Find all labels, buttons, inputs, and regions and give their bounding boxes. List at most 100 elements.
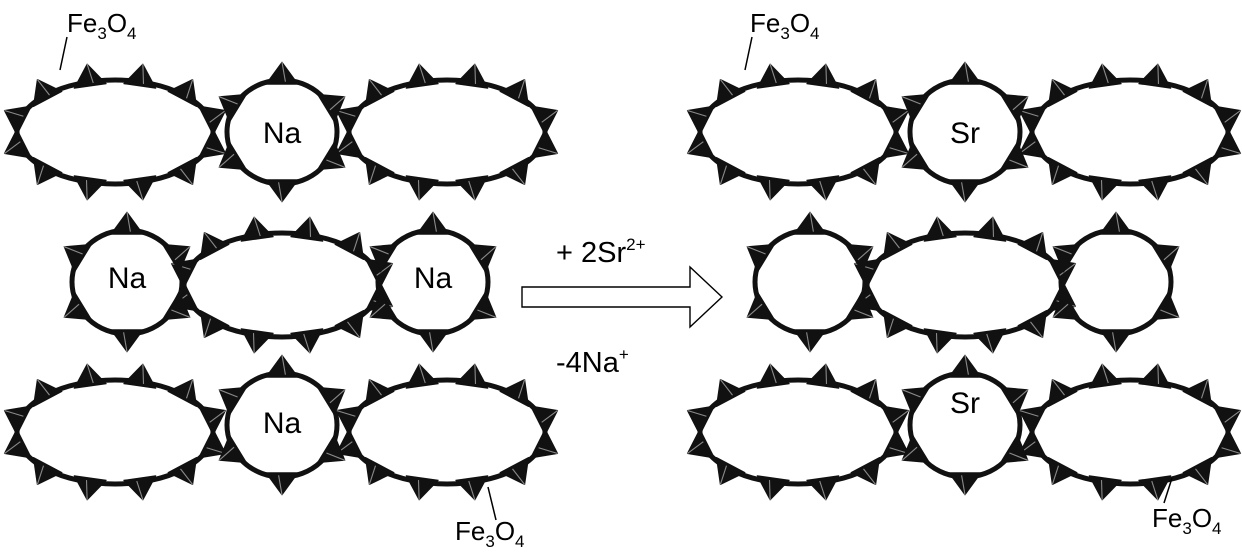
left-large-channel-4-tetrahedron-edge [512,468,526,485]
left-large-channel-0-tetrahedron-edge [142,64,145,84]
left-large-channel-1-tetrahedron-edge [468,180,476,201]
left-large-channel-0-tetrahedron-edge [180,168,194,185]
right-large-channel-3-tetrahedron-edge [768,480,771,500]
left-small-cage-0-tetrahedron-edge [329,96,346,111]
left-small-cage-3-tetrahedron-edge [218,389,238,398]
left-large-channel-2-tetrahedron-edge [303,333,311,354]
right-large-channel-1-tetrahedron-edge [1221,147,1241,155]
svg-text:Fe3O4: Fe3O4 [67,8,137,43]
left-small-cage-1-tetrahedron-edge [123,332,128,352]
left-small-cage-3-tetrahedron [317,434,346,464]
left-large-channel-3-tetrahedron [73,475,107,501]
right-large-channel-4-tetrahedron-edge [1157,364,1160,384]
left-large-channel-4-tetrahedron-edge [368,465,377,485]
left-small-cage-1-tetrahedron-edge [171,309,191,318]
left-large-channel-2-tetrahedron-edge [309,217,312,237]
left-small-cage-1-tetrahedron-edge [63,303,80,318]
left-large-channel-3-tetrahedron [198,428,227,459]
right-large-channel-2-tetrahedron [1017,231,1048,261]
right-large-channel-0-tetrahedron-edge [719,165,728,185]
right-small-cage-0-tetrahedron [948,179,982,203]
right-large-channel-2-tetrahedron-edge [1059,263,1076,276]
right-large-channel-0-tetrahedron-edge [825,64,828,84]
right-large-channel-0-tetrahedron [756,175,790,201]
right-large-channel-1-tetrahedron-edge [1157,64,1160,84]
na-label-top: Na [263,117,302,150]
right-small-cage-2-tetrahedron [1151,291,1180,321]
right-large-channel-1-tetrahedron [1088,175,1122,201]
right-small-cage-2-tetrahedron-edge [1115,212,1120,232]
right-large-channel-2-tetrahedron [973,216,1007,242]
right-large-channel-0-tetrahedron-edge [892,110,909,123]
left-large-channel-0-tetrahedron [198,128,227,159]
right-large-channel-4-tetrahedron-edge [1195,468,1209,485]
left-large-channel-4-tetrahedron-edge [368,379,382,396]
right-small-cage-3-tetrahedron-edge [1009,452,1029,461]
left-large-channel-0-tetrahedron [167,78,198,108]
right-large-channel-0-tetrahedron [881,128,910,159]
right-large-channel-1-tetrahedron [1018,105,1047,136]
svg-text:Fe3O4: Fe3O4 [750,8,820,43]
left-large-channel-4-tetrahedron-edge [418,363,426,384]
left-small-cage-0-tetrahedron-edge [218,153,235,168]
right-small-cage-2-tetrahedron-edge [1112,332,1117,352]
right-small-cage-3-tetrahedron-edge [901,446,918,461]
right-large-channel-1-tetrahedron-edge [1224,110,1241,123]
right-small-cage-0-tetrahedron-edge [1012,96,1029,111]
right-large-channel-4-tetrahedron [1213,428,1242,459]
right-small-cage-1-tetrahedron-edge [746,303,763,318]
right-large-channel-4-tetrahedron-edge [1100,480,1103,500]
right-large-channel-2-tetrahedron [882,309,913,339]
na-label-middle-right: Na [414,262,453,295]
left-large-channel-1-tetrahedron [405,63,439,89]
right-large-channel-2-tetrahedron-edge [1035,232,1044,252]
right-small-cage-1-tetrahedron [793,211,827,235]
left-large-channel-4-tetrahedron-edge [541,410,558,423]
right-small-cage-3-tetrahedron-edge [961,475,966,495]
right-small-cage-3-tetrahedron-edge [964,355,969,375]
left-large-channel-3-tetrahedron-edge [4,409,24,417]
left-large-channel-4-tetrahedron [335,405,364,436]
right-large-channel-0-tetrahedron [756,63,790,89]
right-small-cage-3-tetrahedron [1000,434,1029,464]
right-large-channel-2-tetrahedron-edge [992,217,995,237]
left-large-channel-4-tetrahedron-edge [517,379,526,399]
right-small-cage-1-tetrahedron [845,291,874,321]
left-small-cage-0-tetrahedron [265,179,299,203]
left-small-cage-1-tetrahedron-edge [174,246,191,261]
right-large-channel-3-tetrahedron-edge [769,363,777,384]
right-small-cage-2-tetrahedron-edge [1163,246,1180,261]
left-large-channel-1-tetrahedron-edge [368,165,377,185]
right-small-cage-0-tetrahedron-edge [901,96,921,105]
right-large-channel-1-tetrahedron-edge [1101,63,1109,84]
left-large-channel-2-tetrahedron-edge [376,263,393,276]
right-large-channel-2-tetrahedron-edge [1030,321,1044,338]
right-large-channel-2-tetrahedron-edge [986,333,994,354]
left-large-channel-3-tetrahedron [167,378,198,408]
left-large-channel-0-tetrahedron [73,175,107,201]
right-large-channel-4-tetrahedron-edge [1200,379,1209,399]
right-large-channel-1-tetrahedron [1138,63,1172,89]
left-small-cage-2-tetrahedron-edge [432,212,437,232]
left-small-cage-2-tetrahedron-edge [369,303,386,318]
right-large-channel-3-tetrahedron [806,363,840,389]
right-small-cage-2-tetrahedron [1099,329,1133,353]
right-large-channel-3-tetrahedron [686,405,715,436]
left-large-channel-4-tetrahedron-edge [538,447,558,455]
left-large-channel-1-tetrahedron-edge [336,141,353,154]
left-small-cage-2-tetrahedron-edge [477,309,497,318]
right-large-channel-0-tetrahedron-edge [687,109,707,117]
right-large-channel-1-tetrahedron-edge [1200,79,1209,99]
left-small-cage-1-tetrahedron [63,243,92,273]
right-large-channel-3-tetrahedron-edge [892,410,909,423]
left-large-channel-2-tetrahedron-edge [352,232,361,252]
right-large-channel-3-tetrahedron-edge [825,364,828,384]
right-small-cage-0-tetrahedron [901,93,930,123]
left-large-channel-0-tetrahedron-edge [136,180,144,201]
left-large-channel-4-tetrahedron-edge [468,480,476,501]
left-small-cage-3-tetrahedron-edge [218,446,235,461]
right-large-channel-1-tetrahedron [1088,63,1122,89]
left-large-channel-3-tetrahedron-edge [85,480,88,500]
left-small-cage-0-tetrahedron [265,61,299,85]
